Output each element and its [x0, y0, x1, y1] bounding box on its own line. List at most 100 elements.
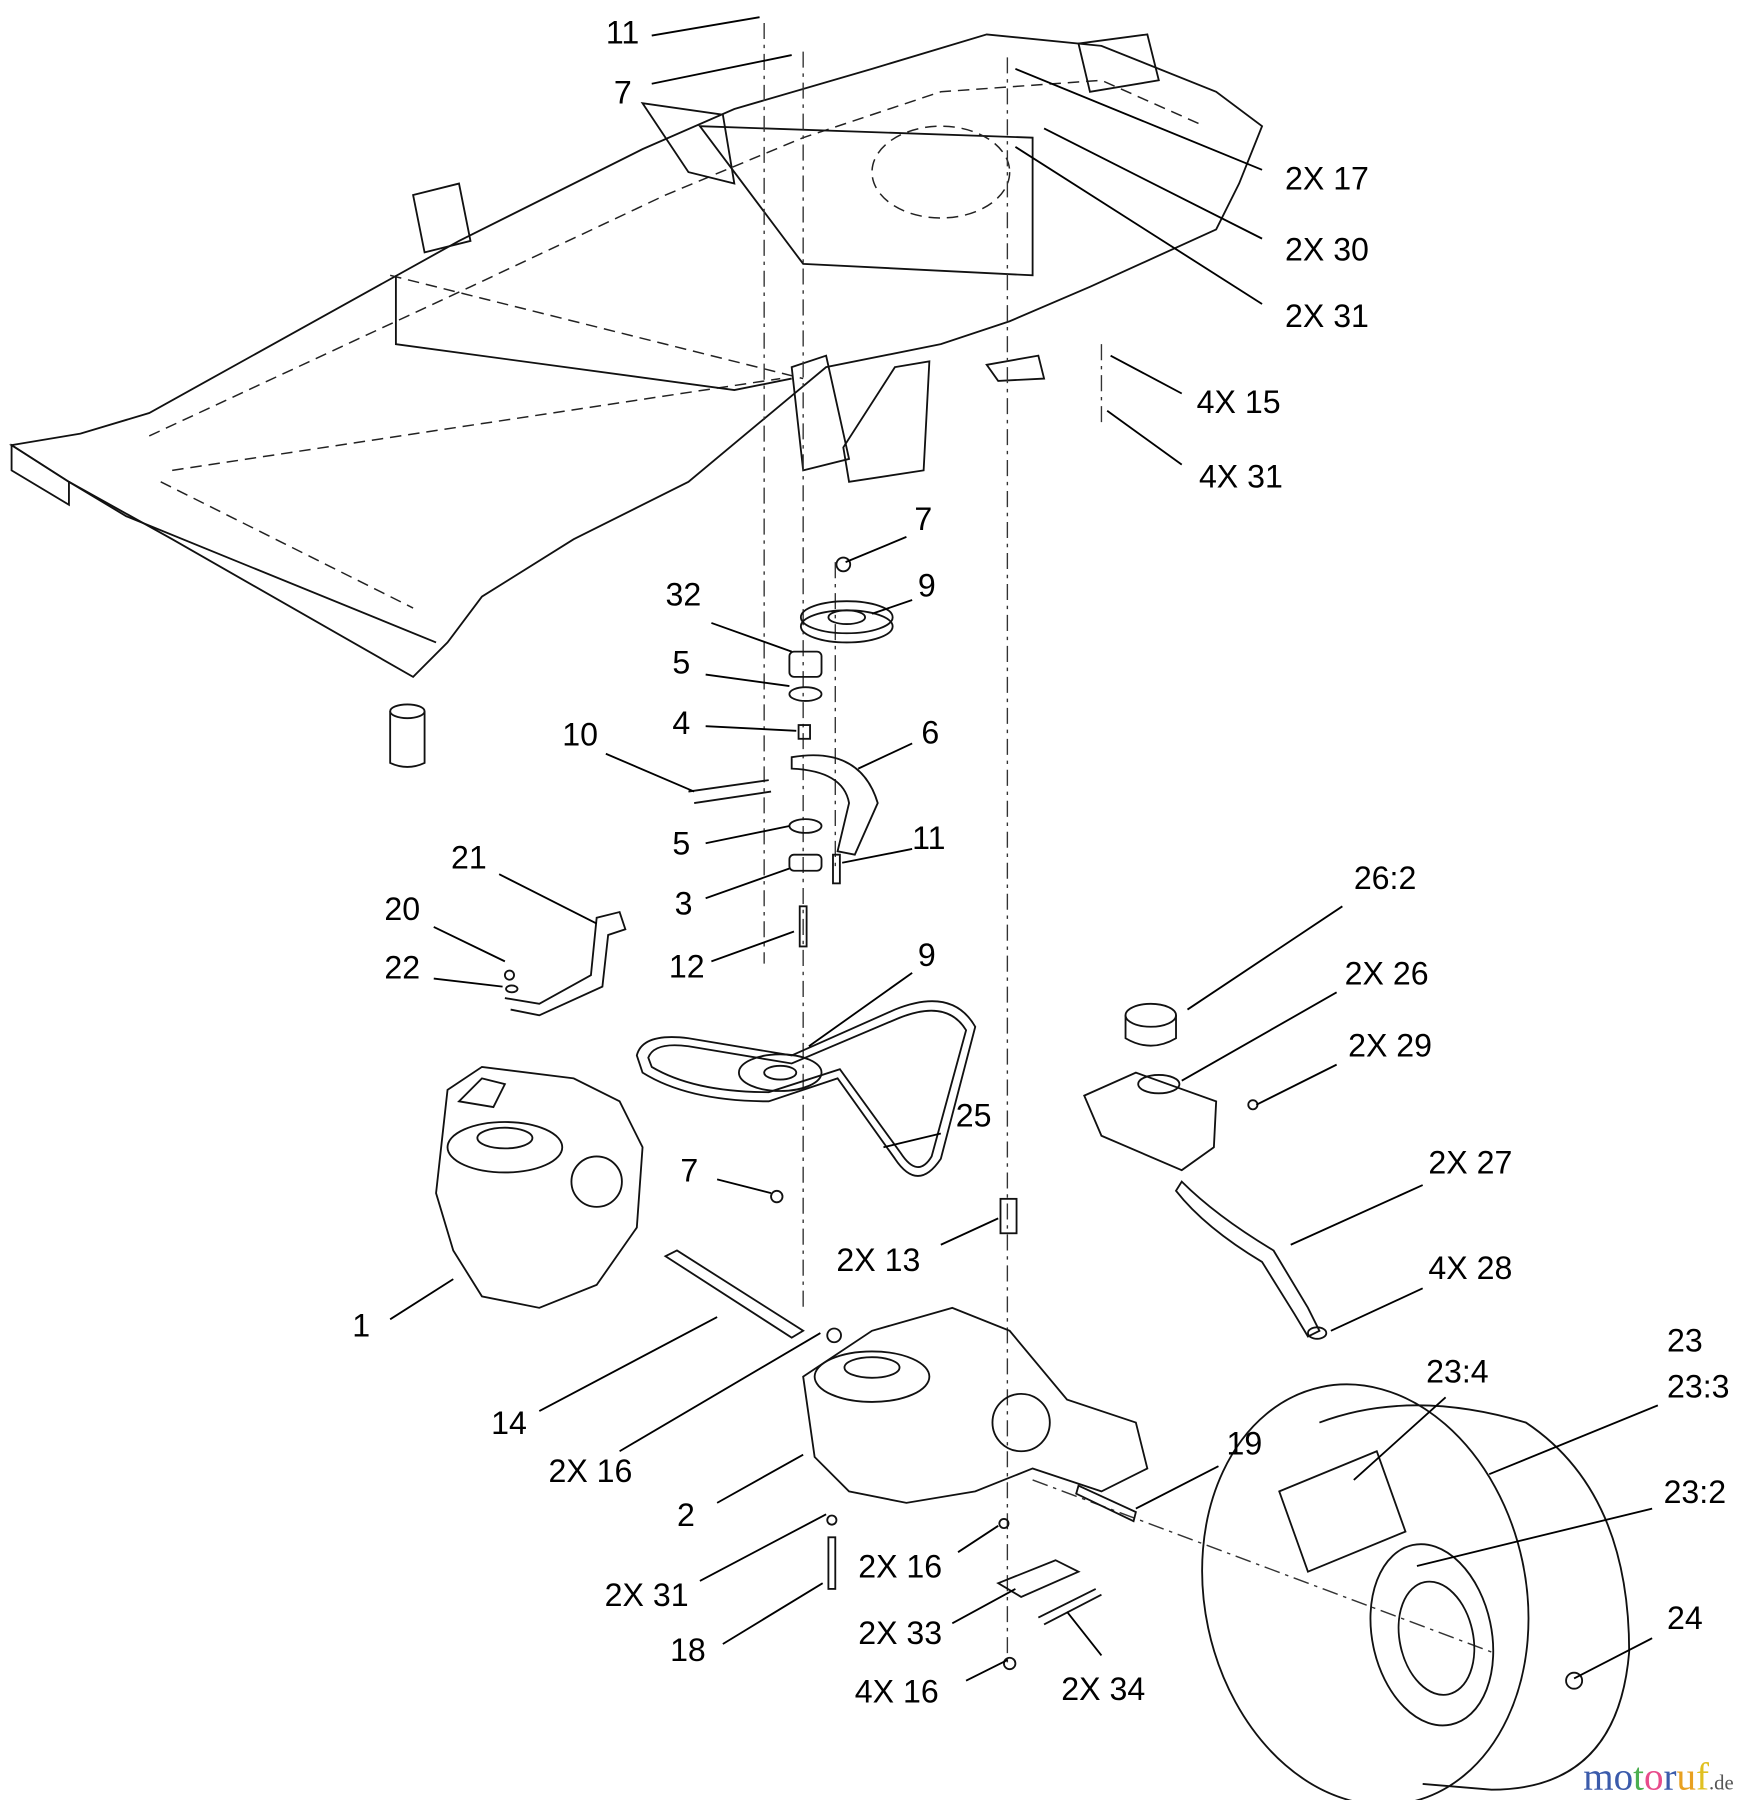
leader-line — [1110, 354, 1183, 395]
leader-line — [1106, 409, 1183, 466]
callout: 12 — [669, 930, 795, 984]
callout: 26:2 — [1186, 860, 1417, 1011]
callout-number: 2X 31 — [605, 1577, 689, 1613]
leader-line — [498, 873, 598, 925]
callout-number: 3 — [675, 885, 693, 921]
callout: 11 — [841, 820, 945, 864]
callout: 2X 17 — [1015, 67, 1369, 196]
leader-line — [705, 725, 797, 732]
callout: 1 — [352, 1278, 454, 1344]
leader-line — [389, 1278, 454, 1321]
callout-number: 9 — [918, 568, 936, 604]
leader-line — [808, 972, 913, 1048]
callout-number: 2X 16 — [858, 1548, 942, 1584]
callout-number: 2 — [677, 1497, 695, 1533]
callout-number: 9 — [918, 937, 936, 973]
idler-pulley-assembly — [503, 556, 894, 1017]
leader-line — [433, 977, 503, 988]
leader-line — [841, 848, 913, 864]
callout: 23 — [1667, 1322, 1703, 1358]
callout: 2X 13 — [836, 1217, 999, 1278]
leader-line — [699, 1513, 827, 1582]
callout-number: 23:4 — [1426, 1353, 1489, 1389]
callout: 4X 31 — [1106, 409, 1283, 495]
callout-number: 11 — [606, 15, 639, 51]
leader-line — [716, 1178, 772, 1195]
callout-number: 11 — [912, 820, 945, 856]
callout-number: 4X 28 — [1428, 1250, 1512, 1286]
callout: 5 — [672, 644, 790, 687]
svg-text:motoruf.de: motoruf.de — [1583, 1756, 1733, 1799]
leader-line — [1416, 1507, 1653, 1567]
leader-line — [705, 825, 790, 845]
leader-line — [433, 926, 506, 963]
callout-number: 12 — [669, 948, 705, 984]
callout: 2X 31 — [605, 1513, 827, 1613]
leader-line — [1066, 1611, 1103, 1657]
callout: 20 — [384, 891, 506, 963]
leader-line — [1573, 1637, 1653, 1680]
callout-number: 23 — [1667, 1322, 1703, 1358]
leader-line — [1488, 1404, 1659, 1476]
leader-line — [1135, 1465, 1219, 1510]
leader-line — [857, 742, 913, 770]
callout-number: 26:2 — [1354, 860, 1417, 896]
callout-number: 20 — [384, 891, 420, 927]
callout-number: 21 — [451, 839, 487, 875]
callout-number: 14 — [491, 1405, 527, 1441]
callout-number: 2X 34 — [1061, 1671, 1145, 1707]
leader-line — [1043, 127, 1263, 240]
drive-belt-and-pulley — [635, 1000, 977, 1204]
expansion-tank — [1083, 1002, 1328, 1340]
callout: 4 — [672, 705, 797, 741]
callout-number: 25 — [956, 1098, 992, 1134]
callout-number: 2X 17 — [1285, 160, 1369, 196]
callout: 5 — [672, 825, 790, 862]
leader-line — [965, 1659, 1008, 1682]
leader-line — [619, 1332, 821, 1453]
callout: 9 — [808, 937, 936, 1048]
transmission-right — [663, 1197, 1149, 1671]
callout: 2X 33 — [858, 1588, 1016, 1651]
callout-number: 7 — [680, 1153, 698, 1189]
leader-line — [871, 599, 913, 615]
leader-line — [957, 1525, 999, 1553]
watermark: motoruf.de — [1583, 1756, 1733, 1799]
leader-line — [722, 1582, 824, 1645]
leader-line — [845, 536, 907, 563]
leader-line — [1353, 1396, 1447, 1481]
callout-number: 5 — [672, 644, 690, 680]
callout-number: 23:2 — [1664, 1474, 1726, 1510]
callout-number: 5 — [672, 826, 690, 862]
callout: 7 — [845, 501, 932, 563]
callout-number: 4X 16 — [855, 1673, 939, 1709]
callout-number: 2X 16 — [548, 1453, 632, 1489]
callout-number: 19 — [1226, 1426, 1262, 1462]
callout-number: 2X 13 — [836, 1242, 920, 1278]
leader-line — [605, 752, 695, 793]
callout: 7 — [680, 1153, 772, 1195]
callout-number: 2X 29 — [1348, 1028, 1432, 1064]
callout-number: 1 — [352, 1308, 370, 1344]
callout: 14 — [491, 1316, 718, 1441]
callout: 6 — [857, 714, 939, 770]
leader-line — [651, 16, 760, 37]
callout: 2 — [677, 1453, 804, 1533]
leader-line — [951, 1588, 1016, 1625]
callout: 18 — [670, 1582, 824, 1668]
callout-number: 4X 31 — [1199, 459, 1283, 495]
callout: 2X 27 — [1290, 1145, 1512, 1246]
callout: 22 — [384, 950, 503, 988]
leader-line — [705, 673, 790, 687]
callout: 7 — [614, 54, 792, 110]
callout: 9 — [871, 568, 936, 615]
callout-number: 10 — [562, 717, 598, 753]
leader-line — [711, 930, 795, 963]
callout: 11 — [606, 15, 760, 51]
callout-number: 7 — [914, 501, 932, 537]
callout-number: 23:3 — [1667, 1368, 1730, 1404]
callout: 24 — [1573, 1600, 1703, 1680]
callout: 3 — [675, 867, 790, 921]
leader-line — [1014, 146, 1263, 305]
callout-number: 18 — [670, 1632, 706, 1668]
